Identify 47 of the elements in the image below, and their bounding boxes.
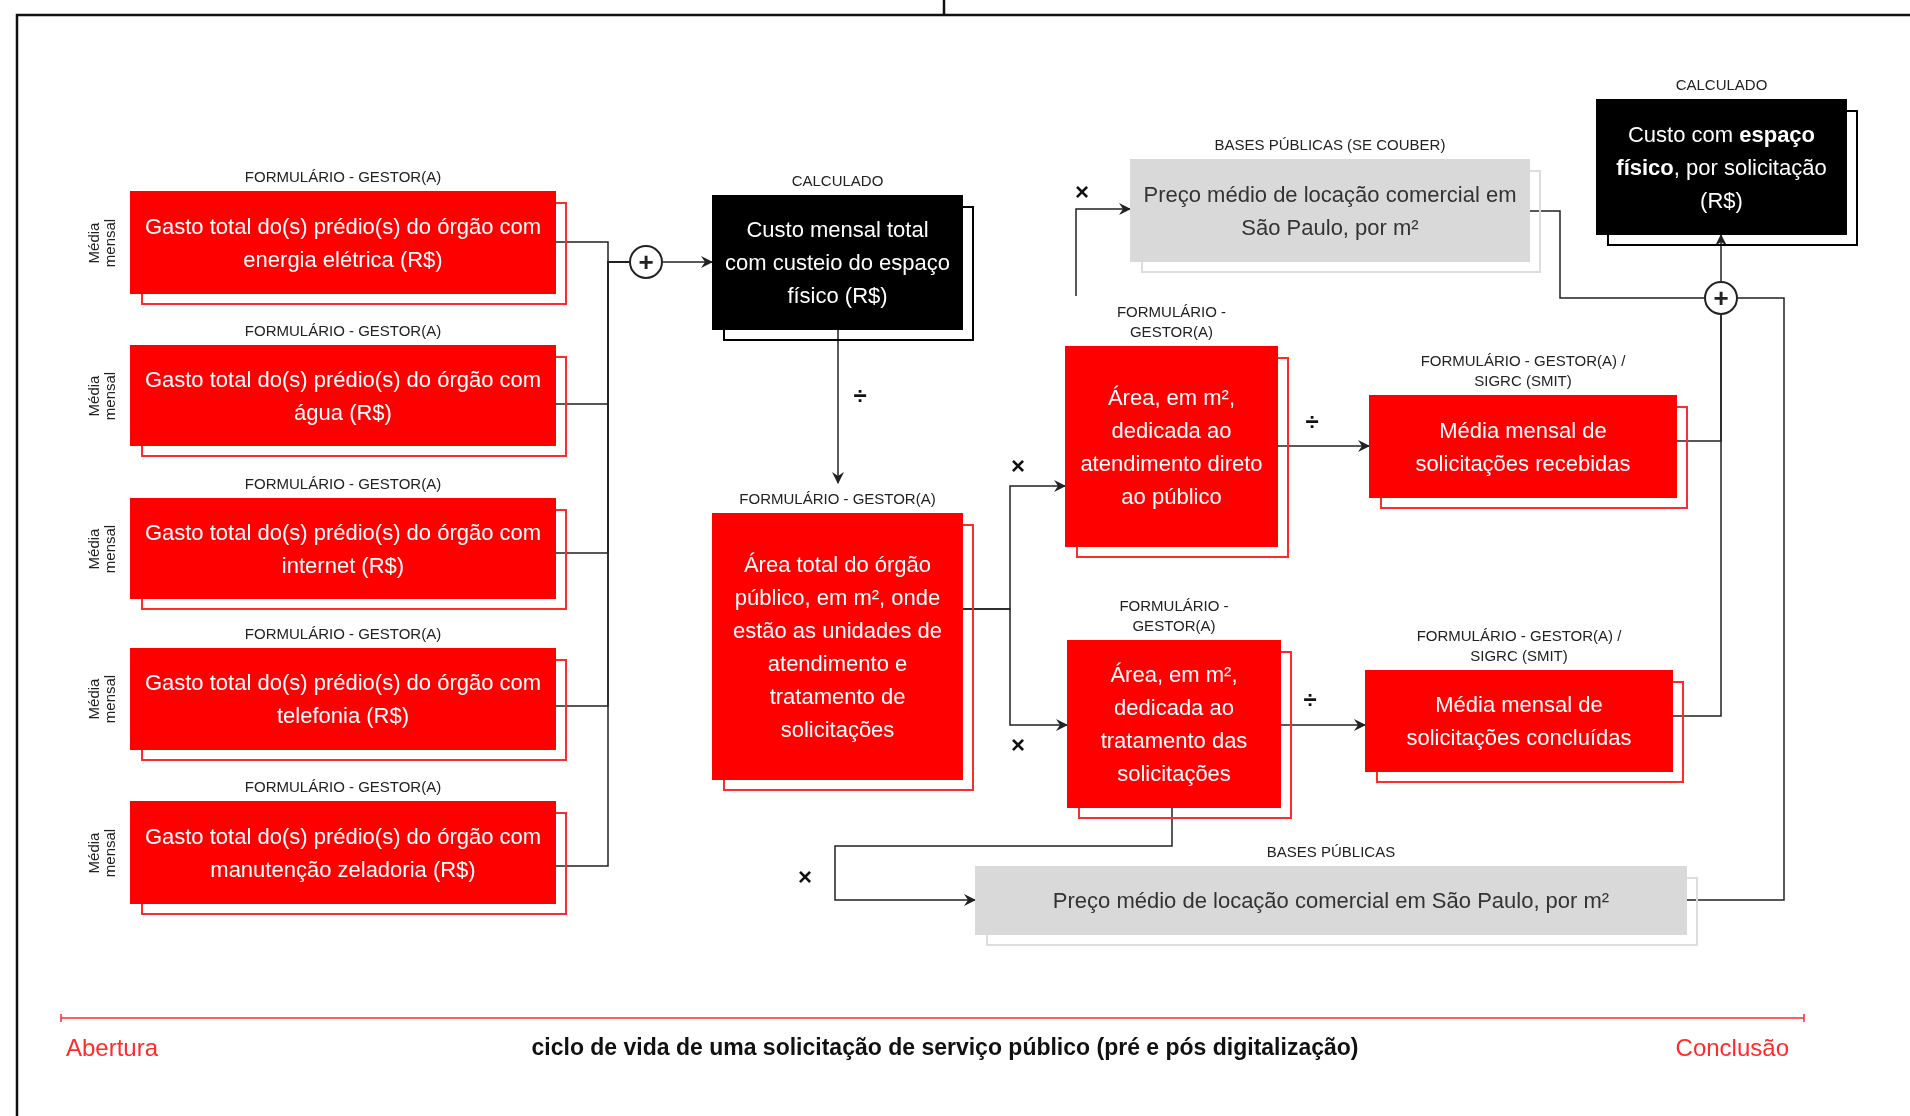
end-label: Conclusão	[1675, 1033, 1789, 1063]
process-box: Gasto total do(s) prédio(s) do órgão com internet (R$)	[130, 498, 556, 599]
process-box: Preço médio de locação comercial em São Paulo, por m²	[975, 866, 1687, 935]
process-box: Área total do órgão público, em m², onde estão as unidades de atendimento e tratamento de solicitações	[712, 513, 963, 780]
process-box: Gasto total do(s) prédio(s) do órgão com energia elétrica (R$)	[130, 191, 556, 294]
connector-line	[1529, 210, 1705, 299]
source-label: FORMULÁRIO - GESTOR(A)	[244, 321, 442, 341]
process-box: Média mensal de solicitações recebidas	[1369, 395, 1677, 498]
side-note: Média mensal	[86, 673, 118, 726]
arrow	[834, 807, 1173, 906]
process-box: Preço médio de locação comercial em São Paulo, por m²	[1130, 159, 1530, 262]
source-label: FORMULÁRIO - GESTOR(A)	[244, 474, 442, 494]
source-label: FORMULÁRIO - GESTOR(A) / SIGRC (SMIT)	[1415, 626, 1623, 666]
arrow	[1277, 440, 1370, 452]
axis-caption: ciclo de vida de uma solicitação de serviço público (pré e pós digitalização)	[530, 1033, 1360, 1062]
connector-line	[1686, 297, 1785, 901]
arrow	[962, 608, 1068, 731]
process-box: Área, em m², dedicada ao atendimento direto ao público	[1065, 346, 1278, 547]
arrow	[1280, 719, 1366, 731]
source-label: FORMULÁRIO - GESTOR(A)	[739, 489, 936, 509]
source-label: FORMULÁRIO - GESTOR(A)	[1118, 596, 1230, 636]
process-box: Área, em m², dedicada ao tratamento das solicitações	[1067, 640, 1281, 808]
connector-line	[1672, 314, 1722, 717]
process-box: Gasto total do(s) prédio(s) do órgão com manutenção zeladoria (R$)	[130, 801, 556, 904]
source-label: FORMULÁRIO - GESTOR(A)	[1115, 302, 1228, 342]
source-label: FORMULÁRIO - GESTOR(A) / SIGRC (SMIT)	[1419, 351, 1627, 391]
start-label: Abertura	[66, 1033, 159, 1063]
source-label: BASES PÚBLICAS	[1266, 842, 1396, 862]
source-label: CALCULADO	[1675, 75, 1768, 95]
arrow	[1075, 203, 1131, 297]
side-note: Média mensal	[86, 827, 118, 879]
process-box: Média mensal de solicitações concluídas	[1365, 670, 1673, 772]
source-label: BASES PÚBLICAS (SE COUBER)	[1214, 135, 1446, 155]
side-note: Média mensal	[86, 370, 118, 422]
source-label: FORMULÁRIO - GESTOR(A)	[244, 624, 442, 644]
side-note: Média mensal	[86, 523, 118, 575]
arrow	[662, 256, 713, 268]
arrow	[832, 329, 844, 484]
process-box: Gasto total do(s) prédio(s) do órgão com água (R$)	[130, 345, 556, 446]
process-box: Custo com espaço físico, por solicitação (R$)	[1596, 99, 1847, 235]
source-label: FORMULÁRIO - GESTOR(A)	[244, 167, 442, 187]
process-box: Custo mensal total com custeio do espaço físico (R$)	[712, 195, 963, 330]
source-label: CALCULADO	[791, 171, 884, 191]
arrow	[1715, 234, 1727, 282]
process-box: Gasto total do(s) prédio(s) do órgão com telefonia (R$)	[130, 648, 556, 750]
source-label: FORMULÁRIO - GESTOR(A)	[244, 777, 442, 797]
side-note: Média mensal	[86, 217, 118, 269]
